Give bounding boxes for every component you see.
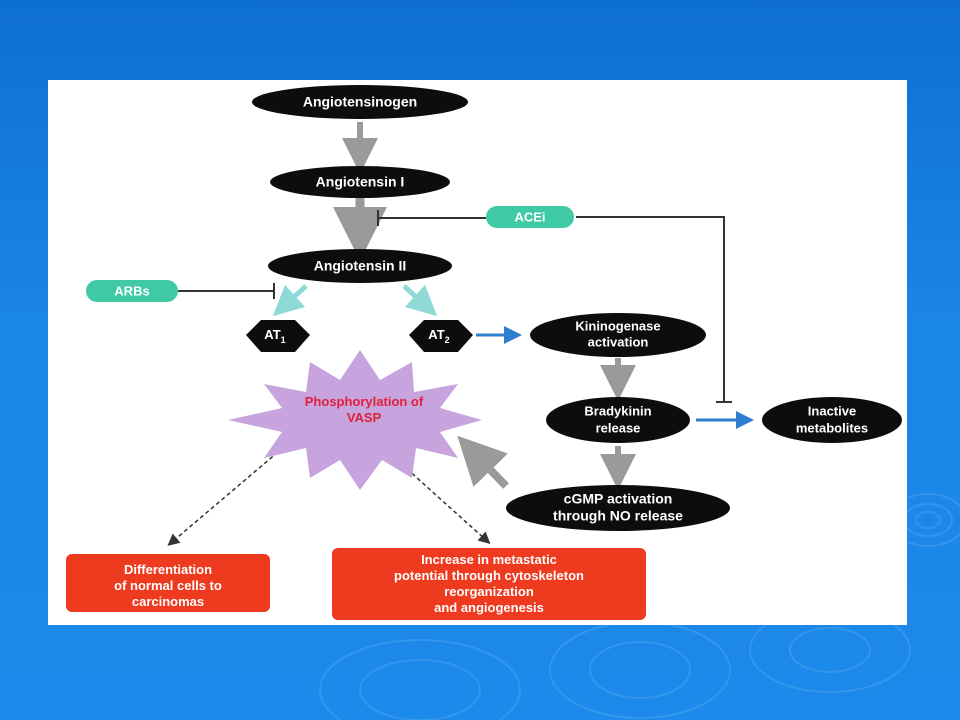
angiotensin2-label: Angiotensin II bbox=[314, 258, 407, 274]
differentiation-outcome-box bbox=[66, 554, 270, 612]
acei-pill bbox=[486, 206, 574, 228]
acei-bradykinin-inhibition-line bbox=[576, 216, 732, 403]
bradykinin-node bbox=[546, 397, 690, 443]
angiotensinogen-label: Angiotensinogen bbox=[303, 94, 417, 110]
at2-label: AT2 bbox=[428, 327, 449, 345]
inactive-line2: metabolites bbox=[796, 420, 868, 435]
kininogenase-node bbox=[530, 313, 706, 357]
cgmp-line2: through NO release bbox=[553, 508, 683, 524]
dashed-arrow-to-differentiation bbox=[167, 451, 279, 546]
kininogenase-line1: Kininogenase bbox=[575, 318, 660, 333]
vasp-line1: Phosphorylation of bbox=[305, 394, 424, 409]
acei-inhibition-line bbox=[377, 210, 486, 226]
raas-pathway-diagram: Angiotensinogen Angiotensin I Angiotensi… bbox=[66, 85, 902, 620]
metastatic-line2: potential through cytoskeleton bbox=[394, 568, 584, 583]
differentiation-line1: Differentiation bbox=[124, 562, 212, 577]
at1-subscript: 1 bbox=[281, 335, 286, 345]
at1-text: AT bbox=[264, 327, 280, 342]
diagram-panel: Angiotensinogen Angiotensin I Angiotensi… bbox=[48, 80, 907, 625]
metastatic-line3: reorganization bbox=[444, 584, 534, 599]
arrow-cgmp-to-vasp bbox=[457, 435, 509, 489]
vasp-line2: VASP bbox=[347, 410, 382, 425]
metastatic-line4: and angiogenesis bbox=[434, 600, 544, 615]
arbs-inhibition-line bbox=[178, 283, 275, 299]
bradykinin-line1: Bradykinin bbox=[584, 403, 651, 418]
angiotensin1-label: Angiotensin I bbox=[316, 174, 405, 190]
at1-label: AT1 bbox=[264, 327, 285, 345]
differentiation-line2: of normal cells to bbox=[114, 578, 222, 593]
at2-subscript: 2 bbox=[445, 335, 450, 345]
cgmp-node bbox=[506, 485, 730, 531]
metastatic-outcome-box bbox=[332, 548, 646, 620]
inactive-line1: Inactive bbox=[808, 403, 856, 418]
angiotensin2-node bbox=[268, 249, 452, 283]
metastatic-line1: Increase in metastatic bbox=[421, 552, 557, 567]
arbs-label: ARBs bbox=[114, 283, 149, 298]
arrow-angiotensin2-to-at2 bbox=[402, 284, 438, 317]
acei-label: ACEi bbox=[514, 209, 545, 224]
at1-receptor-node bbox=[246, 320, 310, 352]
angiotensinogen-node bbox=[252, 85, 468, 119]
at2-receptor-node bbox=[409, 320, 473, 352]
angiotensin1-node bbox=[270, 166, 450, 198]
vasp-starburst bbox=[228, 350, 482, 490]
inactive-metabolites-node bbox=[762, 397, 902, 443]
at2-text: AT bbox=[428, 327, 444, 342]
arrow-angiotensin2-to-at1 bbox=[272, 284, 308, 317]
cgmp-line1: cGMP activation bbox=[564, 491, 673, 507]
arbs-pill bbox=[86, 280, 178, 302]
differentiation-line3: carcinomas bbox=[132, 594, 204, 609]
kininogenase-line2: activation bbox=[588, 334, 649, 349]
bradykinin-line2: release bbox=[596, 420, 641, 435]
